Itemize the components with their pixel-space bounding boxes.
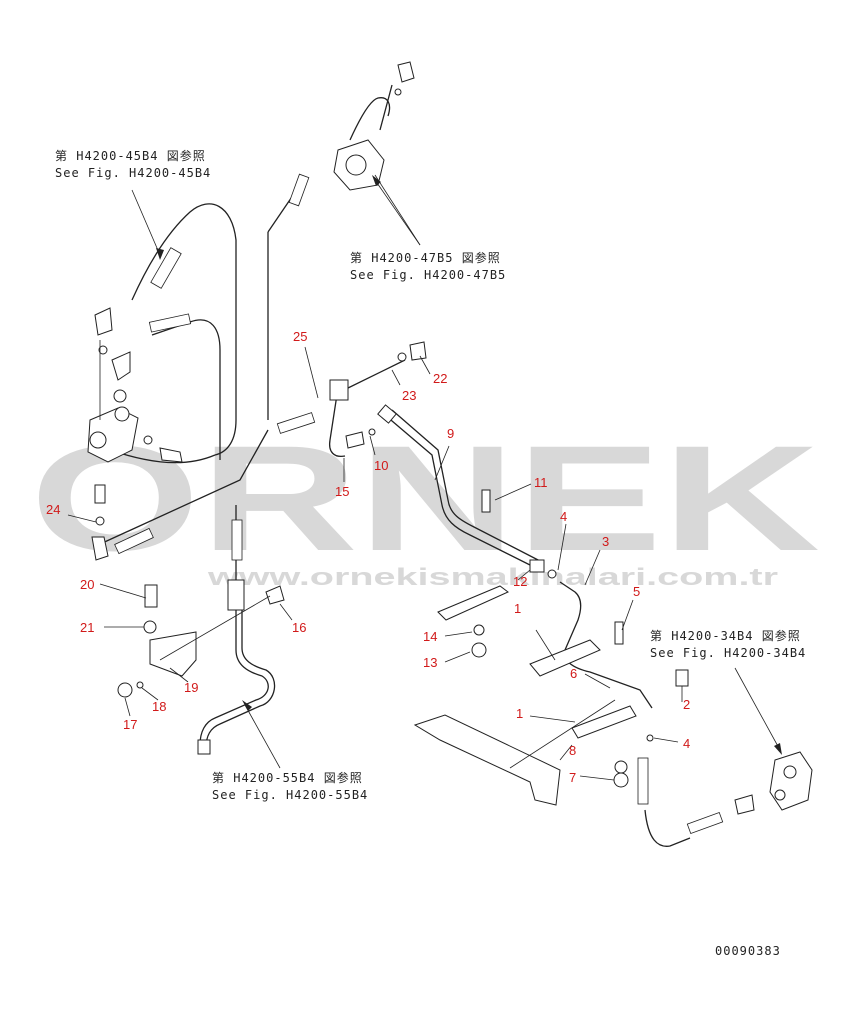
- part-number: 20: [80, 577, 94, 592]
- part-number: 23: [402, 388, 416, 403]
- reference-leaders: [131, 175, 782, 769]
- part-number: 14: [423, 629, 437, 644]
- part-number: 17: [123, 717, 137, 732]
- part-number: 21: [80, 620, 94, 635]
- callout-leaders: [67, 346, 683, 781]
- ref-45b4-en: See Fig. H4200-45B4: [55, 166, 211, 180]
- part-callouts: 25 22 23 10 9 15 11 24 4 3 12 1 20 14 5 …: [46, 329, 690, 785]
- reference-labels: 第 H4200-45B4 図参照 See Fig. H4200-45B4 第 H…: [55, 148, 806, 802]
- watermark: ORNEK www.ornekismakinalari.com.tr: [30, 414, 820, 591]
- part-number: 9: [447, 426, 454, 441]
- part-number: 2: [683, 697, 690, 712]
- part-number: 8: [569, 743, 576, 758]
- part-number: 11: [534, 475, 548, 490]
- brackets: [117, 584, 689, 806]
- part-number: 10: [374, 458, 388, 473]
- part-number: 3: [602, 534, 609, 549]
- part-number: 1: [516, 706, 523, 721]
- part-number: 15: [335, 484, 349, 499]
- ref-34b4-jp: 第 H4200-34B4 図参照: [650, 628, 801, 643]
- lower-left-pipe: [197, 579, 285, 755]
- watermark-logo: ORNEK: [30, 414, 820, 582]
- part-number: 25: [293, 329, 307, 344]
- part-number: 16: [292, 620, 306, 635]
- part-number: 12: [513, 574, 527, 589]
- part-number: 5: [633, 584, 640, 599]
- ref-34b4-en: See Fig. H4200-34B4: [650, 646, 806, 660]
- part-number: 24: [46, 502, 60, 517]
- ref-55b4-en: See Fig. H4200-55B4: [212, 788, 368, 802]
- part-number: 7: [569, 770, 576, 785]
- part-number: 6: [570, 666, 577, 681]
- hose-fittings: [114, 173, 724, 835]
- ref-55b4-jp: 第 H4200-55B4 図参照: [212, 770, 363, 785]
- part-number: 4: [683, 736, 690, 751]
- part-number: 13: [423, 655, 437, 670]
- ref-47b5-en: See Fig. H4200-47B5: [350, 268, 506, 282]
- left-valve-assembly: [87, 307, 183, 561]
- ref-47b5-jp: 第 H4200-47B5 図参照: [350, 250, 501, 265]
- part-number: 1: [514, 601, 521, 616]
- part-number: 19: [184, 680, 198, 695]
- pump-group: [333, 61, 421, 246]
- part-number: 18: [152, 699, 166, 714]
- watermark-url: www.ornekismakinalari.com.tr: [206, 564, 778, 591]
- drawing-code: 00090383: [715, 944, 781, 958]
- part-number: 22: [433, 371, 447, 386]
- part-number: 4: [560, 509, 567, 524]
- ref-45b4-jp: 第 H4200-45B4 図参照: [55, 148, 206, 163]
- right-valve: [644, 751, 813, 847]
